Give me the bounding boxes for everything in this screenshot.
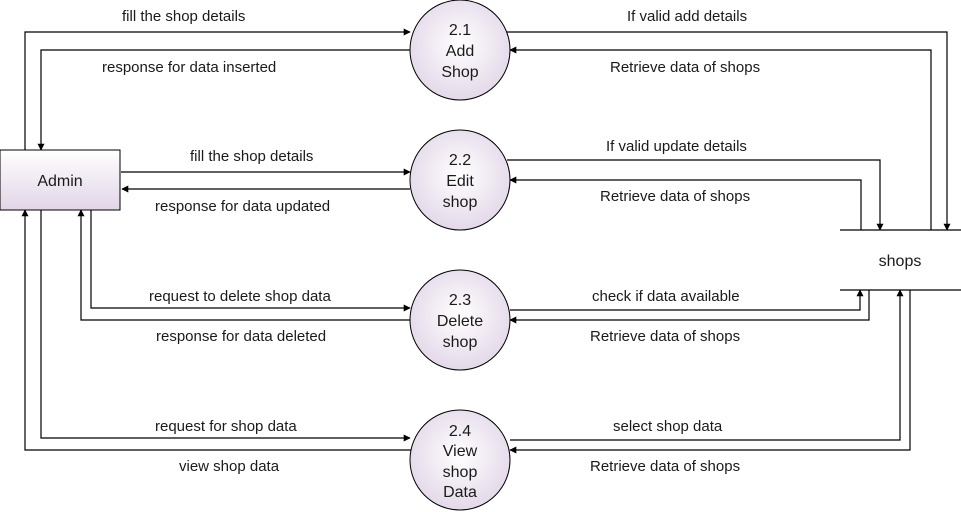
flow-label-view-request: request for shop data xyxy=(155,418,297,435)
flow-label-delete-response: response for data deleted xyxy=(156,328,326,345)
flow-label-add-valid: If valid add details xyxy=(627,8,747,25)
flow-label-view-data: view shop data xyxy=(179,458,280,475)
process-edit-shop-line3: shop xyxy=(443,194,478,211)
process-add-shop-line2: Add xyxy=(446,43,474,60)
shops-datastore[interactable]: shops xyxy=(840,229,961,291)
flow-view-select-arrow xyxy=(510,289,904,441)
process-view-shop-data[interactable]: 2.4 View shop Data xyxy=(409,409,511,511)
process-delete-shop-number: 2.3 xyxy=(449,292,471,309)
flow-view-request-arrow xyxy=(40,210,411,442)
flow-label-add-response: response for data inserted xyxy=(102,59,276,76)
flow-add-retrieve-arrow xyxy=(509,46,932,230)
flow-label-edit-valid: If valid update details xyxy=(606,138,747,155)
process-view-shop-line2: View xyxy=(443,443,478,460)
flow-label-add-retrieve: Retrieve data of shops xyxy=(610,59,760,76)
flow-label-edit-response: response for data updated xyxy=(155,198,330,215)
process-delete-shop[interactable]: 2.3 Delete shop xyxy=(409,269,511,371)
flow-edit-valid-arrow xyxy=(507,159,884,231)
flow-label-edit-fill: fill the shop details xyxy=(190,148,313,165)
flow-labels: fill the shop details response for data … xyxy=(102,8,760,475)
flow-add-fill-arrow xyxy=(24,28,411,150)
flow-add-valid-arrow xyxy=(507,31,951,231)
process-view-shop-line3: shop xyxy=(443,464,478,481)
flow-delete-retrieve-arrow xyxy=(509,290,870,324)
flow-label-delete-check: check if data available xyxy=(592,288,740,305)
flow-label-delete-retrieve: Retrieve data of shops xyxy=(590,328,740,345)
shops-label: shops xyxy=(879,253,922,270)
flow-view-data-arrow xyxy=(21,209,412,451)
flow-delete-check-arrow xyxy=(510,289,864,311)
process-edit-shop-number: 2.2 xyxy=(449,152,471,169)
flow-delete-request-arrow xyxy=(90,210,411,312)
flow-label-delete-request: request to delete shop data xyxy=(149,288,331,305)
flow-lines xyxy=(21,28,951,454)
process-add-shop[interactable]: 2.1 Add Shop xyxy=(409,0,511,101)
process-view-shop-line4: Data xyxy=(443,484,477,501)
process-delete-shop-line2: Delete xyxy=(437,313,483,330)
flow-label-add-fill: fill the shop details xyxy=(122,8,245,25)
flow-delete-response-arrow xyxy=(77,209,410,321)
admin-entity[interactable]: Admin xyxy=(0,149,121,211)
flow-label-edit-retrieve: Retrieve data of shops xyxy=(600,188,750,205)
admin-label: Admin xyxy=(37,173,82,190)
flow-label-view-select: select shop data xyxy=(613,418,723,435)
process-delete-shop-line3: shop xyxy=(443,334,478,351)
flow-view-retrieve-arrow xyxy=(509,290,911,454)
process-view-shop-number: 2.4 xyxy=(449,423,471,440)
flow-add-response-arrow xyxy=(37,49,412,151)
process-edit-shop[interactable]: 2.2 Edit shop xyxy=(409,129,511,231)
process-edit-shop-line2: Edit xyxy=(446,173,474,190)
flow-edit-retrieve-arrow xyxy=(509,176,862,230)
process-add-shop-number: 2.1 xyxy=(449,22,471,39)
process-add-shop-line3: Shop xyxy=(441,64,478,81)
flow-label-view-retrieve: Retrieve data of shops xyxy=(590,458,740,475)
